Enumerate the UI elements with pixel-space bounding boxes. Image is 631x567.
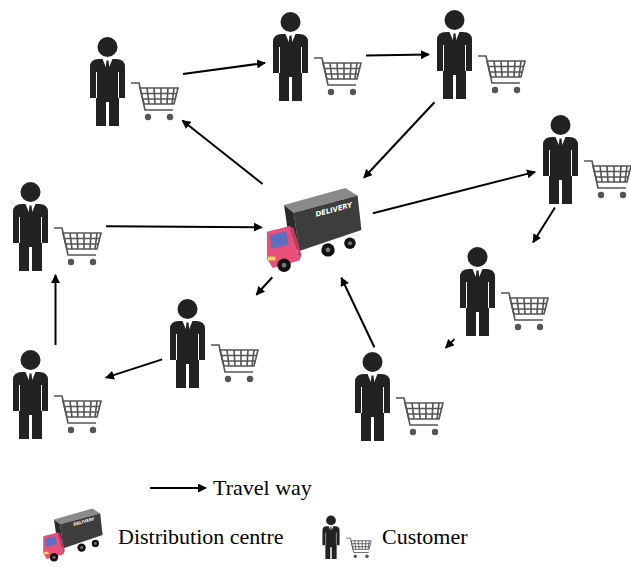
travel-way-arrow <box>256 277 272 295</box>
travel-way-arrow <box>106 359 162 377</box>
customer <box>432 8 527 100</box>
person-icon <box>350 351 395 441</box>
customer <box>165 297 260 389</box>
cart-icon <box>130 79 180 124</box>
customer <box>455 245 550 337</box>
cart-icon <box>53 392 103 437</box>
person-icon <box>165 298 210 388</box>
travel-way-arrow <box>366 54 429 57</box>
customer <box>8 180 103 272</box>
distribution-centre: DELIVERY <box>265 180 370 275</box>
legend-label: Customer <box>382 526 468 548</box>
person-icon <box>538 114 583 204</box>
cart-icon <box>313 54 363 99</box>
person-icon <box>85 36 130 126</box>
legend-cart-sample <box>344 536 376 560</box>
travel-way-arrow <box>446 339 455 348</box>
customer <box>85 35 180 127</box>
travel-way-arrow <box>533 208 555 243</box>
truck-icon <box>265 180 370 275</box>
legend-arrow-sample <box>148 478 210 498</box>
cart-icon <box>210 341 260 386</box>
person-icon <box>8 181 53 271</box>
cart-icon <box>395 394 445 439</box>
travel-way-arrow <box>341 278 374 348</box>
person-icon <box>8 349 53 439</box>
legend-person-sample <box>320 515 348 559</box>
cart-icon <box>477 52 527 97</box>
travel-way-arrow <box>373 172 535 213</box>
cart-icon <box>500 289 550 334</box>
customer <box>350 350 445 442</box>
travel-way-arrow <box>183 63 265 74</box>
cart-icon <box>53 224 103 269</box>
customer <box>538 113 631 205</box>
customer <box>268 10 363 102</box>
legend-label: Travel way <box>213 477 312 499</box>
person-icon <box>432 9 477 99</box>
customer <box>8 348 103 440</box>
person-icon <box>455 246 500 336</box>
travel-way-arrow <box>106 225 262 228</box>
travel-way-arrow <box>364 102 435 178</box>
legend-label: Distribution centre <box>118 526 284 548</box>
legend-truck-sample <box>42 505 108 562</box>
cart-icon <box>583 157 631 202</box>
travel-way-arrow <box>182 120 262 184</box>
travel-way-arrow <box>55 275 57 345</box>
person-icon <box>268 11 313 101</box>
